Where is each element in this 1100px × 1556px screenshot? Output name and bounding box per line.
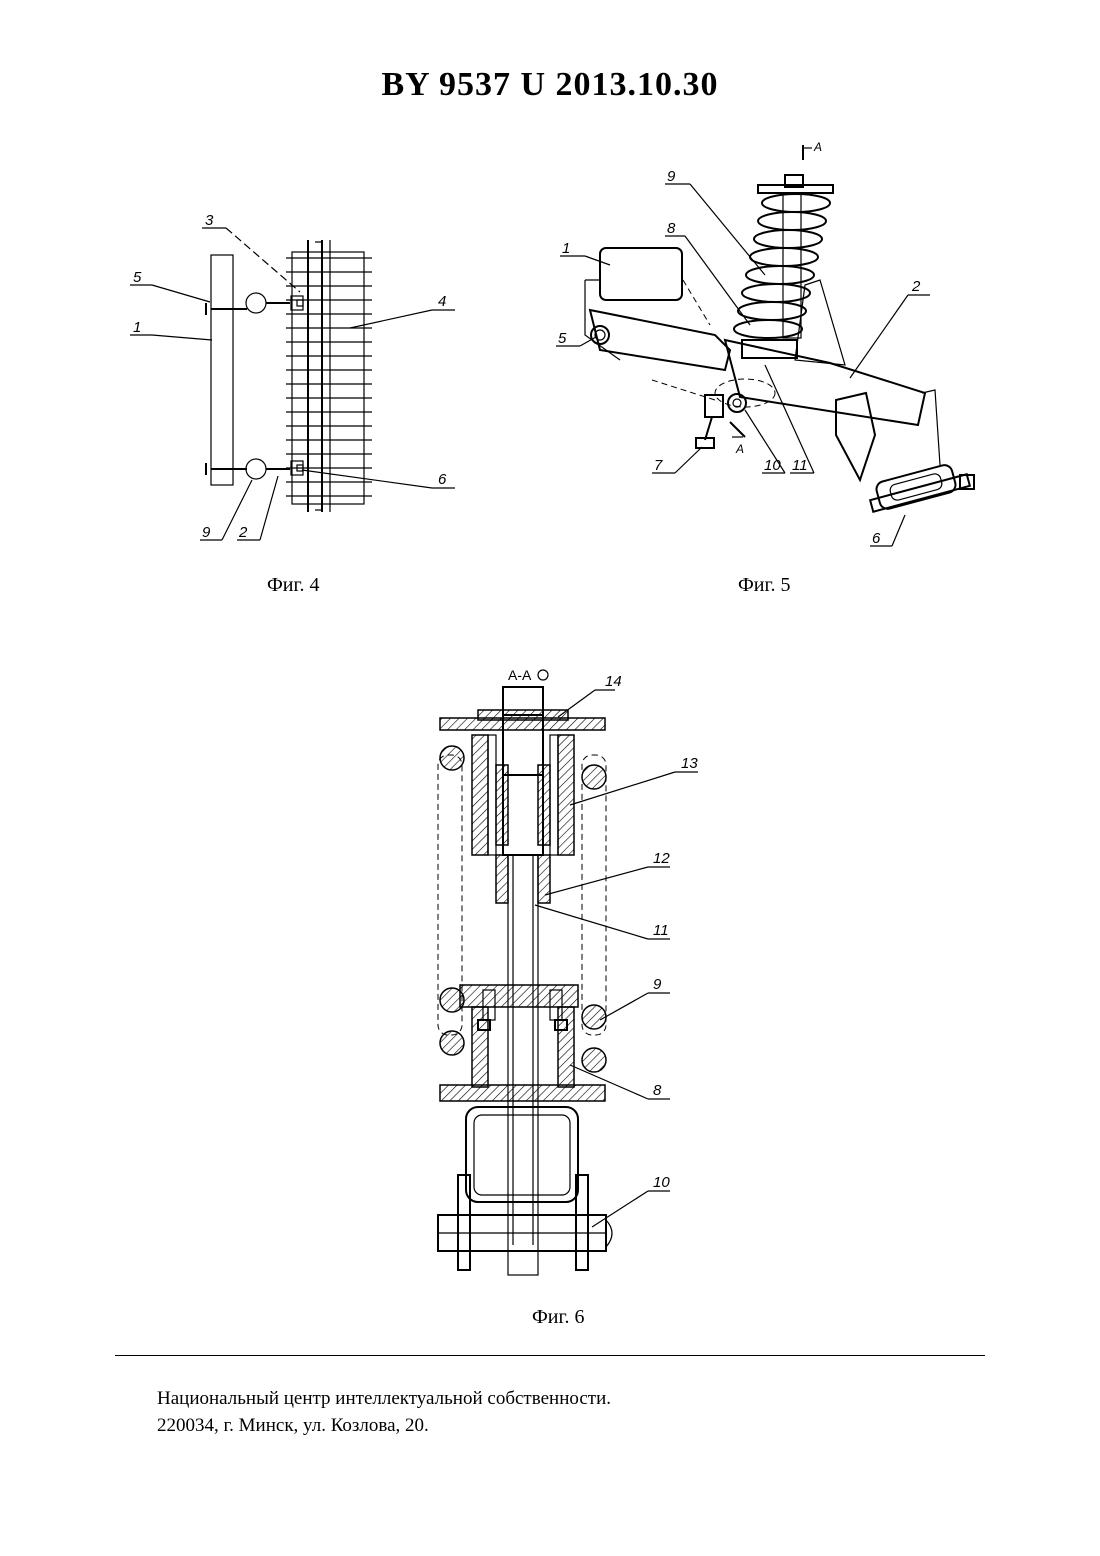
- fig5-section-mark-bottom: A: [735, 442, 744, 456]
- fig6-label-12: 12: [653, 850, 670, 867]
- fig5-label-5: 5: [558, 330, 567, 347]
- fig4-label-4: 4: [438, 293, 446, 310]
- section-marker-icon: [538, 670, 548, 680]
- fig5-label-6: 6: [872, 530, 881, 547]
- fig6-label-10: 10: [653, 1174, 670, 1191]
- footer-line-1: Национальный центр интеллектуальной собс…: [157, 1385, 611, 1412]
- figure-5-drawing: A A 1 5 9 8 2 7 10 11 6: [540, 135, 1000, 555]
- fig4-label-6: 6: [438, 471, 447, 488]
- figure-5-caption: Фиг. 5: [738, 574, 790, 597]
- fig5-label-8: 8: [667, 220, 676, 237]
- fig4-label-1: 1: [133, 319, 141, 336]
- fig4-label-2: 2: [238, 524, 248, 541]
- fig5-label-1: 1: [562, 240, 570, 257]
- fig4-label-9: 9: [202, 524, 211, 541]
- fig6-label-14: 14: [605, 673, 622, 690]
- fig6-label-11: 11: [653, 922, 669, 939]
- figure-6-drawing: А-А 14 13 12 11 9: [420, 655, 710, 1280]
- fig6-label-8: 8: [653, 1082, 662, 1099]
- footer-line-2: 220034, г. Минск, ул. Козлова, 20.: [157, 1412, 611, 1439]
- fig4-label-5: 5: [133, 269, 142, 286]
- fig6-label-13: 13: [681, 755, 698, 772]
- footer-divider: [115, 1355, 985, 1356]
- spring-coil: [734, 175, 833, 358]
- figure-4-drawing: 5 1 3 4 6 9 2: [110, 200, 470, 560]
- section-title: А-А: [508, 667, 532, 683]
- fig6-label-9: 9: [653, 976, 662, 993]
- fig5-section-mark-top: A: [813, 140, 822, 154]
- wheel-assembly: [870, 463, 974, 511]
- footer: Национальный центр интеллектуальной собс…: [157, 1385, 611, 1439]
- fig5-label-2: 2: [911, 278, 921, 295]
- fig5-label-9: 9: [667, 168, 676, 185]
- fig4-label-3: 3: [205, 212, 214, 229]
- fig5-label-7: 7: [654, 457, 663, 474]
- fig5-label-10: 10: [764, 457, 781, 474]
- figure-4-caption: Фиг. 4: [267, 574, 319, 597]
- figure-6-caption: Фиг. 6: [532, 1306, 584, 1329]
- patent-header: BY 9537 U 2013.10.30: [0, 66, 1100, 104]
- fig5-label-11: 11: [792, 457, 808, 474]
